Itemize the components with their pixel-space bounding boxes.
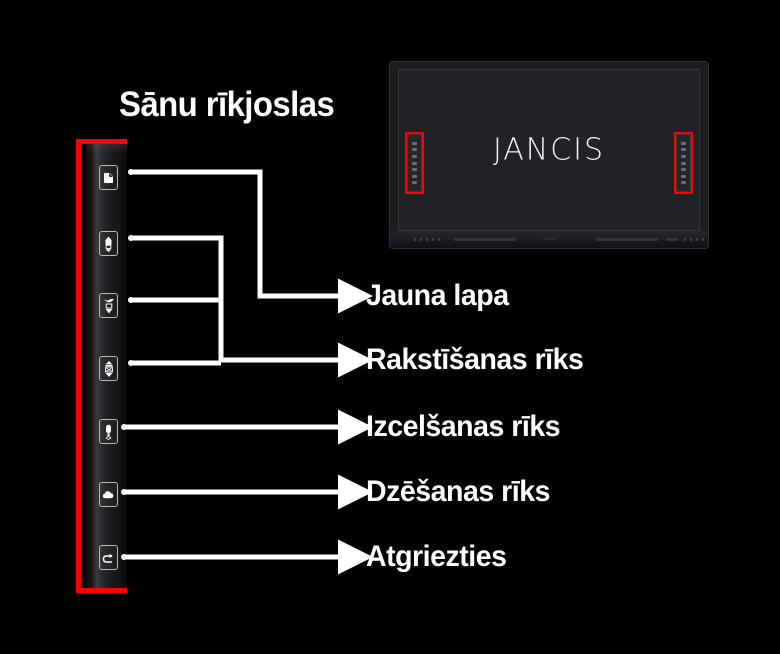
zone-dot [412,161,417,165]
connector-dot [128,169,134,175]
zone-dot [681,148,686,152]
callout-jauna-lapa: Jauna lapa [366,279,509,312]
connector-dot [128,235,134,241]
zone-dot [681,161,686,165]
zone-dot [412,148,417,152]
connector-dot [128,297,134,303]
left-side-toolbar-zone[interactable] [407,134,422,192]
new-page-icon [103,172,114,184]
zone-dot [412,168,417,172]
display-bottom-bezel: JANCIS [390,231,708,248]
callout-dzesanas-riks: Dzēšanas rīks [366,475,550,508]
pen-tool-icon [103,236,114,252]
callout-rakstisanas-riks: Rakstīšanas rīks [366,343,584,376]
eraser-tool-icon [103,424,114,440]
zone-dot [681,141,686,145]
select-tool-icon [103,360,115,377]
display-logo: JANCIS [492,132,606,168]
bezel-brand-mark: JANCIS [542,237,556,241]
sidebar-item-highlighter-tool[interactable] [99,293,118,318]
zone-dot [681,181,686,185]
zone-dot [412,174,417,178]
page-title: Sānu rīkjoslas [119,85,335,124]
display-screen: JANCIS [398,69,700,231]
sidebar-item-select-tool[interactable] [99,356,118,381]
zone-dot [681,168,686,172]
connector-dot [128,360,134,366]
zone-dot [412,154,417,158]
connector-rakstisanas-riks [131,235,373,378]
zone-dot [681,174,686,178]
right-side-toolbar-zone[interactable] [676,134,691,192]
display-frame: JANCIS [390,62,708,248]
return-arrow-icon [102,552,115,564]
connector-jauna-lapa [131,169,373,314]
interactive-display-device: JANCIS [390,62,708,248]
sidebar-item-pen-tool[interactable] [99,231,118,256]
cloud-eraser-icon [102,489,115,500]
right-zone-highlight-box [674,132,693,194]
sidebar-highlight-frame [76,139,127,593]
zone-dot [681,154,686,158]
zone-dot [412,181,417,185]
highlighter-icon [103,298,115,314]
callout-izcelsanas-riks: Izcelšanas rīks [366,410,561,443]
left-zone-highlight-box [405,132,424,194]
sidebar-item-new-page[interactable] [99,165,118,190]
zone-dot [412,141,417,145]
sidebar-item-eraser-tool[interactable] [99,419,118,444]
sidebar-toolbar-strip[interactable] [86,144,127,588]
sidebar-item-return[interactable] [99,545,118,570]
sidebar-item-cloud-eraser[interactable] [99,482,118,507]
callout-atgriezties: Atgriezties [366,540,507,573]
